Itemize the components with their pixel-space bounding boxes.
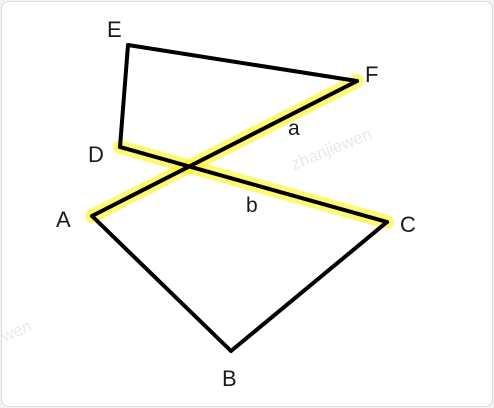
segment-EF xyxy=(126,43,359,83)
label-point-F: F xyxy=(365,62,378,87)
segment-DC xyxy=(118,145,389,224)
label-point-A: A xyxy=(56,207,71,232)
label-point-C: C xyxy=(400,212,416,237)
segment-BC xyxy=(229,220,389,353)
label-point-D: D xyxy=(88,142,104,167)
label-point-E: E xyxy=(107,17,122,42)
label-point-B: B xyxy=(222,366,237,391)
segment-AB xyxy=(90,214,233,353)
watermark-text-edge: wen xyxy=(2,316,34,346)
segment-AF xyxy=(90,79,359,218)
segment-ED xyxy=(118,43,130,149)
watermark-text: zhanjiewen xyxy=(288,124,374,173)
label-line-a: a xyxy=(288,117,300,140)
label-line-b: b xyxy=(246,194,258,217)
